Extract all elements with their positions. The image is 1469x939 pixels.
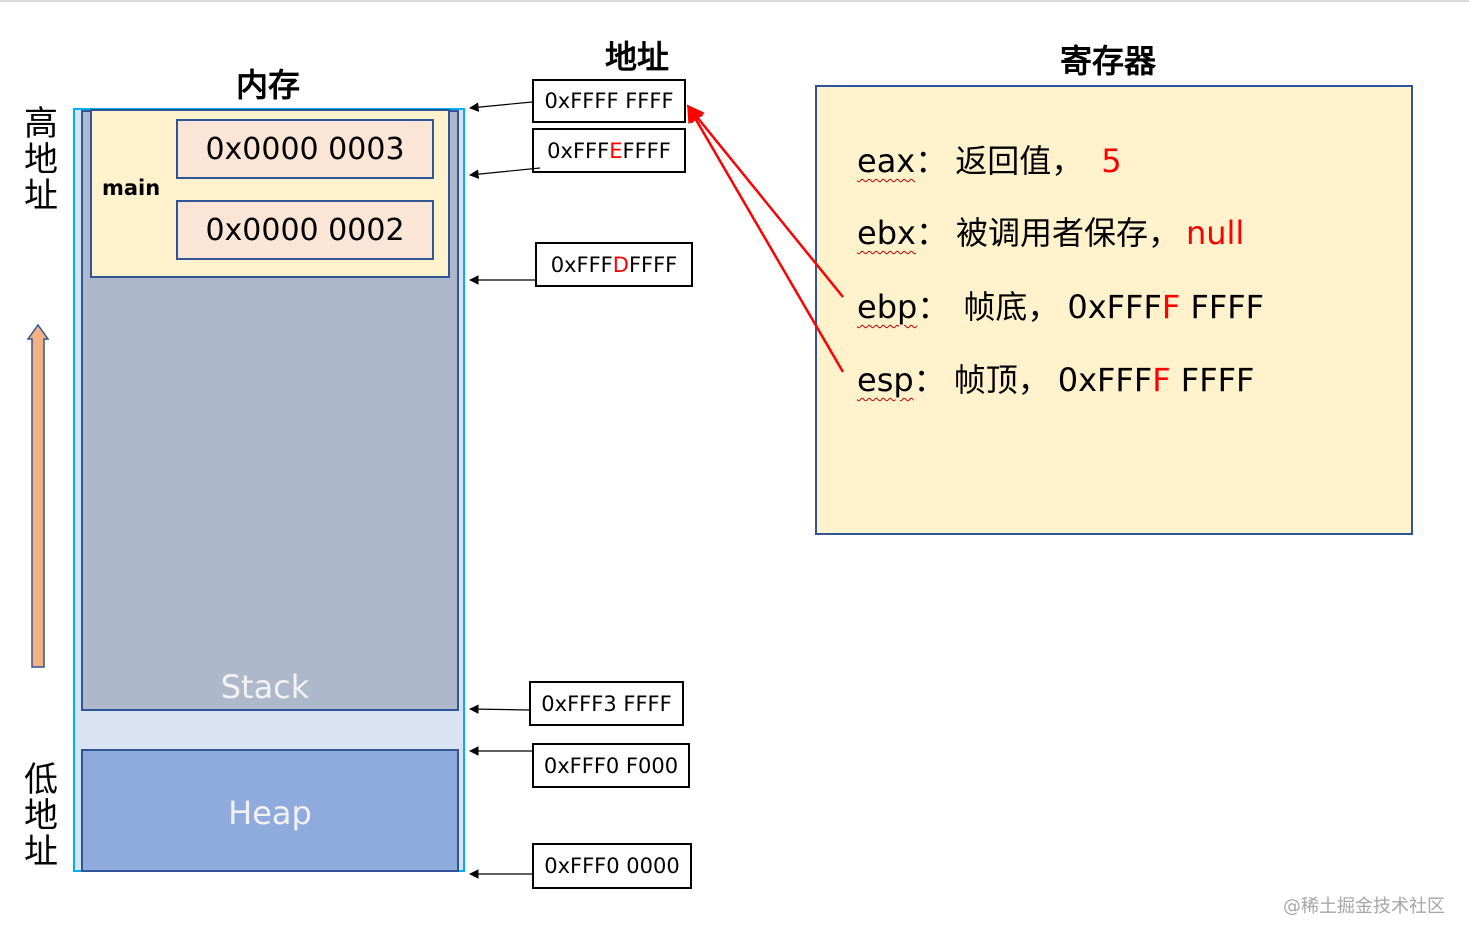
high-address-label: 高 地 址 bbox=[24, 104, 58, 216]
ebp-pointer-arrow bbox=[686, 104, 844, 298]
address-arrow bbox=[469, 101, 533, 112]
address-arrow bbox=[469, 704, 530, 714]
watermark: @稀土掘金技术社区 bbox=[1283, 896, 1445, 917]
address-arrow bbox=[469, 167, 541, 179]
address-title: 地址 bbox=[605, 38, 670, 76]
register-row-ebp: ebp：帧底，0xFFFF FFFF bbox=[857, 288, 1265, 326]
register-row-esp: esp：帧顶，0xFFFF FFFF bbox=[857, 361, 1255, 399]
low-address-label: 低 地 址 bbox=[24, 760, 58, 872]
main-frame-label: main bbox=[102, 176, 161, 200]
address-box: 0xFFFF FFFF bbox=[532, 79, 686, 123]
memory-cell: 0x0000 0002 bbox=[176, 200, 434, 260]
address-box: 0xFFF0 0000 bbox=[532, 843, 692, 889]
heap-region bbox=[81, 749, 459, 872]
address-box: 0xFFF0 F000 bbox=[532, 743, 690, 788]
register-row-eax: eax：返回值，5 bbox=[857, 142, 1122, 180]
register-row-ebx: ebx：被调用者保存，null bbox=[857, 214, 1245, 252]
up-arrow-icon bbox=[26, 323, 50, 668]
esp-pointer-arrow bbox=[686, 104, 845, 373]
memory-title: 内存 bbox=[236, 66, 301, 104]
address-box: 0xFFF3 FFFF bbox=[529, 681, 684, 726]
heap-label: Heap bbox=[228, 794, 312, 832]
memory-cell: 0x0000 0003 bbox=[176, 119, 434, 179]
top-divider bbox=[0, 0, 1469, 2]
stack-label: Stack bbox=[220, 668, 310, 706]
registers-title: 寄存器 bbox=[1060, 42, 1157, 80]
registers-panel bbox=[815, 85, 1413, 535]
